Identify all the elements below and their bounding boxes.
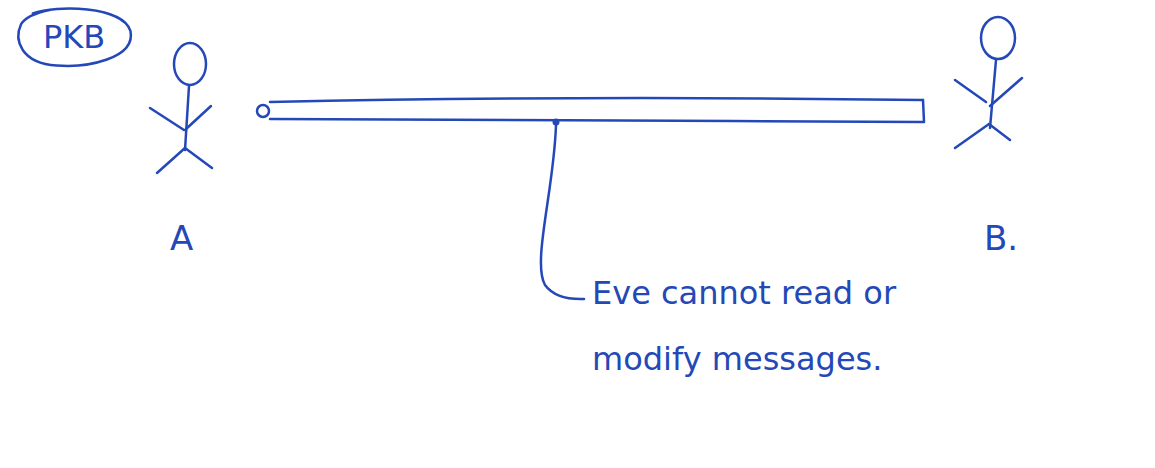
stick-figure-body — [185, 86, 189, 150]
key-circle: PKB — [15, 6, 134, 68]
circle-outline — [18, 9, 130, 66]
person-label: B. — [984, 218, 1018, 258]
stick-figure-legs — [157, 148, 212, 173]
channel-port — [257, 105, 269, 117]
stick-figure-head — [174, 43, 206, 85]
channel-top — [270, 98, 923, 102]
leader-dot — [553, 119, 560, 126]
stick-figure-body — [990, 60, 996, 128]
stick-figure-arms — [955, 78, 1022, 106]
stick-figure-head — [981, 17, 1015, 59]
stick-figure-legs — [955, 124, 1010, 148]
note-text: Eve cannot read or modify messages. — [592, 260, 972, 392]
channel-bottom — [270, 119, 923, 122]
stick-figure-arms — [150, 106, 211, 130]
leader-line — [541, 125, 584, 299]
key-name: PKB — [43, 18, 105, 56]
channel-end — [923, 100, 924, 122]
person-label: A — [170, 218, 193, 258]
